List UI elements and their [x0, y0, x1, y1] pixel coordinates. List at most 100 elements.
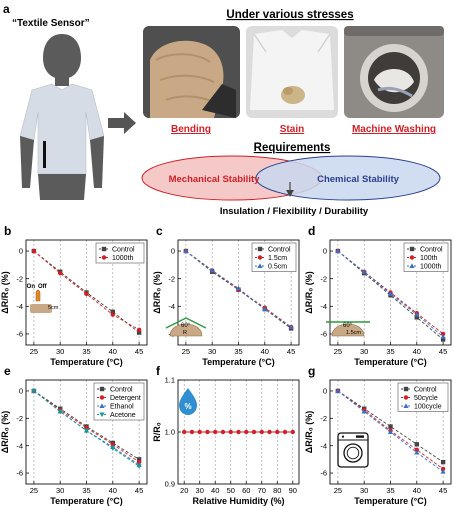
point-e-3-2	[83, 428, 90, 434]
down-arrow-head	[286, 190, 294, 197]
x-tick-label-d-1: 30	[360, 347, 368, 356]
point-f-0-10	[259, 429, 264, 435]
point-b-0-3	[110, 309, 116, 315]
icon-b-5cm: 5cm	[48, 305, 59, 311]
x-tick-label-f-1: 30	[196, 486, 204, 495]
icon-d-60: 60°	[343, 323, 353, 329]
point-c-2-2	[235, 285, 242, 291]
point-d-0-4	[440, 337, 446, 342]
point-g-2-0	[335, 388, 341, 393]
point-f-0-1	[189, 429, 195, 435]
x-axis-label-e: Temperature (°C)	[50, 496, 122, 506]
legend-marker-b-0	[101, 246, 107, 252]
arrow-icon	[108, 112, 136, 134]
legend-label-e-3: Acetone	[110, 412, 136, 419]
y-tick-label-e-1: -2	[16, 414, 23, 423]
y-tick-label-g-1: -2	[320, 414, 327, 423]
y-tick-label-b-2: -4	[16, 302, 23, 311]
legend-label-g-1: 50cycle	[414, 395, 438, 402]
panel-letter-f: f	[156, 364, 161, 378]
y-tick-label-d-2: -4	[320, 302, 327, 311]
point-d-2-2	[387, 291, 394, 296]
sensor-label: “Textile Sensor”	[12, 18, 90, 29]
legend-marker-e-2	[99, 403, 105, 408]
x-tick-label-f-2: 40	[211, 486, 219, 495]
point-b-1-4	[136, 327, 142, 333]
photo-label-washing: Machine Washing	[352, 124, 436, 135]
x-tick-label-b-0: 25	[30, 347, 38, 356]
point-g-1-4	[440, 466, 446, 472]
icon-f-percent: %	[184, 402, 191, 411]
x-tick-label-d-2: 35	[386, 347, 394, 356]
point-f-0-3	[205, 429, 210, 435]
x-tick-label-c-3: 40	[261, 347, 269, 356]
legend-marker-d-2	[409, 263, 415, 268]
point-e-3-4	[136, 464, 142, 469]
y-tick-label-c-2: -4	[168, 302, 175, 311]
x-axis-label-c: Temperature (°C)	[202, 357, 274, 367]
legend-label-b-0: Control	[112, 246, 135, 253]
x-tick-label-g-4: 45	[439, 486, 447, 495]
x-tick-label-d-0: 25	[334, 347, 342, 356]
point-f-0-0	[182, 429, 187, 435]
on-off-5cm-icon: On Off 5cm	[27, 284, 59, 313]
point-b-0-4	[136, 330, 142, 335]
photo-stain	[246, 26, 338, 118]
y-tick-label-g-2: -4	[320, 441, 327, 450]
legend-label-c-0: Control	[268, 246, 291, 253]
y-axis-label-g: ΔR/R₀ (%)	[304, 411, 314, 454]
panel-letter-b: b	[4, 224, 11, 238]
x-tick-label-g-0: 25	[334, 486, 342, 495]
panel-letter-a: a	[3, 2, 10, 16]
chemical-label: Chemical Stability	[317, 174, 400, 185]
legend-marker-c-0	[257, 246, 263, 252]
x-tick-label-f-5: 70	[258, 486, 266, 495]
x-tick-label-e-0: 25	[30, 486, 38, 495]
person-left-arm	[20, 136, 34, 188]
legend-marker-e-0	[99, 386, 105, 392]
washing-machine-icon	[337, 432, 369, 468]
series-line-c-2	[185, 250, 292, 328]
outcome-text: Insulation / Flexibility / Durability	[220, 206, 369, 217]
y-tick-label-b-1: -2	[16, 274, 23, 283]
x-tick-label-e-1: 30	[56, 486, 64, 495]
x-tick-label-c-4: 45	[287, 347, 295, 356]
legend-box-b	[95, 242, 145, 264]
point-f-0-12	[275, 429, 280, 435]
y-axis-label-f: R/R₀	[152, 422, 162, 442]
point-c-2-1	[209, 267, 215, 273]
x-tick-label-c-0: 25	[182, 347, 190, 356]
y-tick-label-b-3: -6	[16, 330, 23, 339]
y-tick-label-e-3: -6	[16, 469, 23, 478]
y-tick-label-e-2: -4	[16, 441, 23, 450]
x-axis-label-d: Temperature (°C)	[354, 357, 426, 367]
legend-marker-b-1	[101, 255, 107, 260]
person-shirt	[19, 83, 105, 175]
photo-label-stain: Stain	[280, 124, 304, 135]
point-d-0-3	[414, 315, 420, 320]
x-tick-label-d-4: 45	[439, 347, 447, 356]
x-axis-label-b: Temperature (°C)	[50, 357, 122, 367]
y-axis-label-d: ΔR/R₀ (%)	[304, 271, 314, 314]
water-drop-percent-icon: %	[179, 388, 197, 415]
legend-label-c-1: 1.5cm	[268, 255, 287, 262]
mechanical-label: Mechanical Stability	[169, 174, 261, 185]
x-tick-label-f-7: 90	[289, 486, 297, 495]
point-d-2-3	[414, 312, 420, 317]
point-g-0-4	[440, 459, 446, 465]
y-tick-label-g-3: -6	[320, 469, 327, 478]
point-d-1-4	[440, 331, 446, 337]
point-g-1-3	[414, 447, 420, 452]
legend-marker-d-1	[409, 255, 415, 260]
point-b-1-1	[57, 270, 63, 276]
legend-label-c-2: 0.5cm	[268, 263, 287, 270]
person-head	[43, 34, 81, 79]
y-tick-label-c-1: -2	[168, 274, 175, 283]
person-neck	[55, 76, 69, 86]
point-g-2-4	[440, 469, 446, 474]
y-axis-label-e: ΔR/R₀ (%)	[0, 411, 10, 454]
bent-60-degree-icon: 60° R	[165, 317, 207, 337]
